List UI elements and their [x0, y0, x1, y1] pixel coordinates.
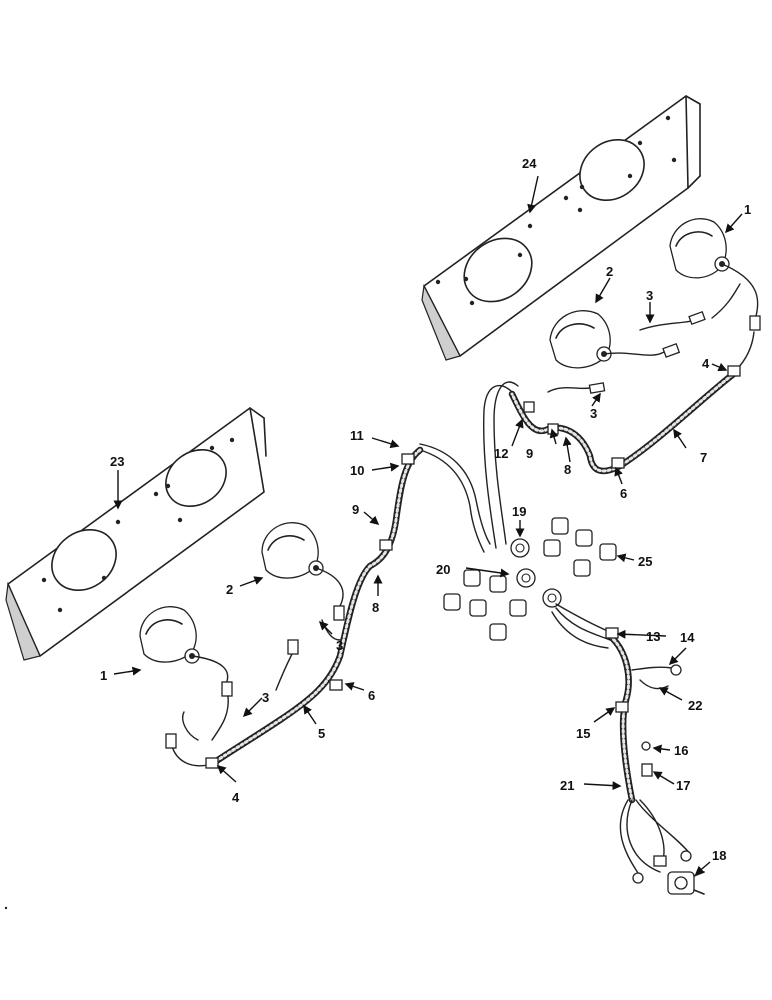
callout-3: 3	[262, 690, 269, 705]
callout-3: 3	[646, 288, 653, 303]
callout-8: 8	[564, 462, 571, 477]
callout-10: 10	[350, 463, 364, 478]
callout-25: 25	[638, 554, 652, 569]
callout-18: 18	[712, 848, 726, 863]
callout-5: 5	[318, 726, 325, 741]
callout-14: 14	[680, 630, 695, 645]
callout-22: 22	[688, 698, 702, 713]
mounting-plate-icon	[421, 95, 701, 361]
callout-3: 3	[336, 638, 343, 653]
callout-1: 1	[100, 668, 107, 683]
headlight-icon	[139, 606, 200, 664]
leader-lines	[113, 175, 743, 875]
headlight-icon	[669, 218, 730, 279]
mounting-plate-icon	[5, 407, 267, 661]
wiring-harness-icon	[551, 603, 692, 884]
callout-15: 15	[576, 726, 590, 741]
callout-8: 8	[372, 600, 379, 615]
callout-6: 6	[368, 688, 375, 703]
switch-icon	[667, 871, 705, 895]
callout-12: 12	[494, 446, 508, 461]
callout-21: 21	[560, 778, 574, 793]
callout-2: 2	[226, 582, 233, 597]
callout-4: 4	[232, 790, 240, 805]
callout-4: 4	[702, 356, 710, 371]
callout-7: 7	[700, 450, 707, 465]
callout-20: 20	[436, 562, 450, 577]
callout-11: 11	[350, 428, 364, 443]
callout-23: 23	[110, 454, 124, 469]
callout-9: 9	[352, 502, 359, 517]
callout-17: 17	[676, 778, 690, 793]
wiring-harness-icon	[483, 263, 761, 549]
callout-3: 3	[590, 406, 597, 421]
headlight-icon	[549, 310, 612, 369]
wiring-harness-icon	[165, 443, 491, 768]
callout-2: 2	[606, 264, 613, 279]
callout-9: 9	[526, 446, 533, 461]
callout-1: 1	[744, 202, 751, 217]
callouts: 1 2 3 3 4 7 6 8 9 12 11 10 9 8 23 24 2 3…	[100, 156, 751, 863]
callout-6: 6	[620, 486, 627, 501]
callout-19: 19	[512, 504, 526, 519]
callout-24: 24	[522, 156, 537, 171]
callout-13: 13	[646, 629, 660, 644]
connector-icon	[443, 517, 617, 641]
headlight-icon	[261, 522, 324, 579]
callout-16: 16	[674, 743, 688, 758]
